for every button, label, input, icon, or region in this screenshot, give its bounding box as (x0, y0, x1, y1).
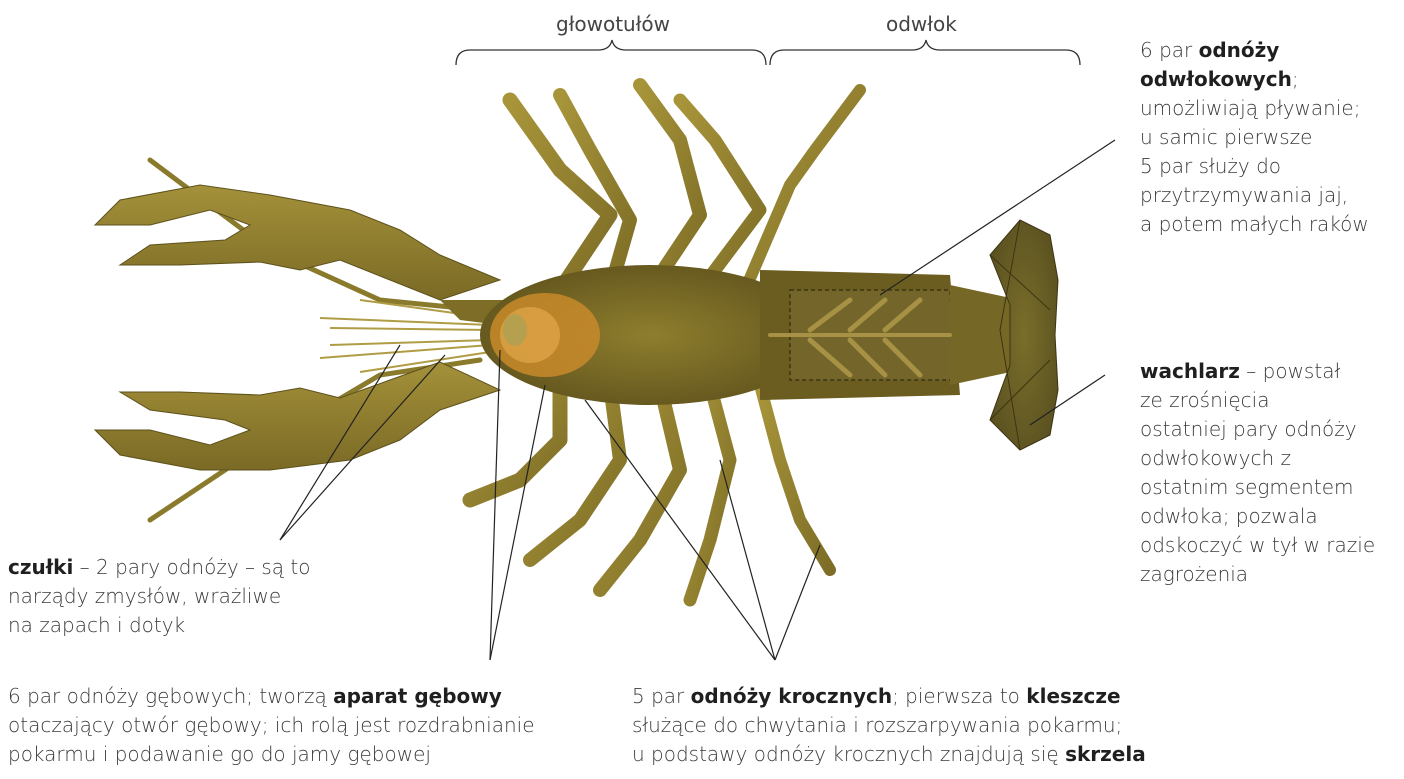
header-abdomen: odwłok (886, 12, 957, 36)
lower-claw (95, 362, 500, 470)
tailfan-line3: ostatniej pary odnóży (1140, 415, 1375, 444)
pleopods-line1-pre: 6 par (1140, 38, 1199, 62)
tailfan-line8: zagrożenia (1140, 560, 1375, 589)
cephalothorax-bracket (456, 40, 766, 65)
mouthparts-line1: 6 par odnóży gębowych; tworzą aparat gęb… (8, 682, 535, 711)
label-mouthparts: 6 par odnóży gębowych; tworzą aparat gęb… (8, 682, 535, 769)
tailfan-line6: odwłoka; pozwala (1140, 502, 1375, 531)
tailfan-line2: ze zrośnięcia (1140, 386, 1375, 415)
pleopods-line2: odwłokowych; (1140, 65, 1369, 94)
antennae-line2: narządy zmysłów, wrażliwe (8, 582, 310, 611)
mouthparts (490, 293, 600, 377)
tailfan-line5: ostatnim segmentem (1140, 473, 1375, 502)
label-tailfan: wachlarz – powstał ze zrośnięcia ostatni… (1140, 357, 1375, 589)
tailfan-line7: odskoczyć w tył w razie (1140, 531, 1375, 560)
antennae-line1: czułki – 2 pary odnóży – są to (8, 553, 310, 582)
label-antennae: czułki – 2 pary odnóży – są to narządy z… (8, 553, 310, 640)
antennae-line1-bold: czułki (8, 555, 73, 579)
pleopods-line1-bold: odnóży (1199, 38, 1280, 62)
tailfan-line1-post: – powstał (1240, 359, 1340, 383)
antennae-line3: na zapach i dotyk (8, 611, 310, 640)
pleopods-line5: 5 par służy do (1140, 152, 1369, 181)
mouthparts-line1-bold: aparat gębowy (333, 684, 502, 708)
pleopods-line2-bold: odwłokowych (1140, 67, 1292, 91)
mouthparts-line1-pre: 6 par odnóży gębowych; tworzą (8, 684, 333, 708)
antennae-line1-post: – 2 pary odnóży – są to (73, 555, 310, 579)
walkinglegs-line1-bold: odnóży krocznych (691, 684, 892, 708)
upper-claw (95, 185, 510, 325)
walkinglegs-line1-pre: 5 par (632, 684, 691, 708)
label-walkinglegs: 5 par odnóży krocznych; pierwsza to kles… (632, 682, 1146, 769)
mouthparts-line2: otaczający otwór gębowy; ich rolą jest r… (8, 711, 535, 740)
tailfan-line1-bold: wachlarz (1140, 359, 1240, 383)
walkinglegs-line3: u podstawy odnóży krocznych znajdują się… (632, 740, 1146, 769)
label-pleopods: 6 par odnóży odwłokowych; umożliwiają pł… (1140, 36, 1369, 239)
walking-legs-upper (510, 85, 860, 290)
walkinglegs-line3-bold: skrzela (1065, 742, 1146, 766)
tailfan-line1: wachlarz – powstał (1140, 357, 1375, 386)
walkinglegs-line2: służące do chwytania i rozszarpywania po… (632, 711, 1146, 740)
walkinglegs-line1-bold2: kleszcze (1026, 684, 1120, 708)
pleopods-line6: przytrzymywania jaj, (1140, 181, 1369, 210)
walkinglegs-line1: 5 par odnóży krocznych; pierwsza to kles… (632, 682, 1146, 711)
walkinglegs-line3-pre: u podstawy odnóży krocznych znajdują się (632, 742, 1065, 766)
pleopods-line1: 6 par odnóży (1140, 36, 1369, 65)
walkinglegs-line1-mid: ; pierwsza to (892, 684, 1026, 708)
pleopods-line4: u samic pierwsze (1140, 123, 1369, 152)
mouthparts-line3: pokarmu i podawanie go do jamy gębowej (8, 740, 535, 769)
pleopods-line7: a potem małych raków (1140, 210, 1369, 239)
abdomen-bracket (770, 40, 1080, 65)
pleopods-line2-post: ; (1292, 67, 1299, 91)
header-cephalothorax: głowotułów (556, 12, 670, 36)
pleopods-line3: umożliwiają pływanie; (1140, 94, 1369, 123)
tailfan-line4: odwłokowych z (1140, 444, 1375, 473)
